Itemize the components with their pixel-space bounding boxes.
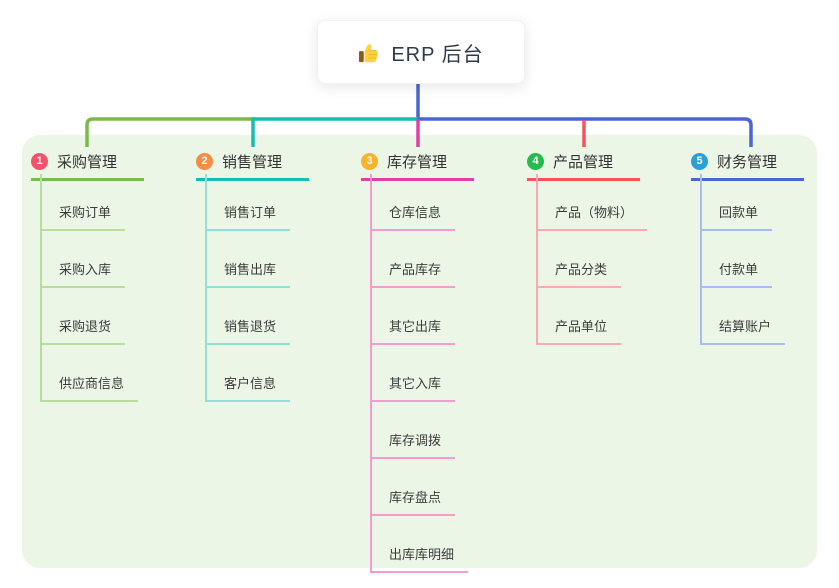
- branch2-number-badge: 2: [196, 153, 213, 170]
- child-label: 销售退货: [224, 319, 277, 334]
- branch-node-purchase[interactable]: 1 采购管理: [31, 151, 144, 181]
- child-label: 产品分类: [555, 262, 608, 277]
- branch2-title: 销售管理: [222, 154, 283, 171]
- child-label: 库存调拨: [389, 433, 442, 448]
- child-node[interactable]: 结算账户: [702, 288, 786, 345]
- child-node[interactable]: 库存调拨: [372, 402, 456, 459]
- branch4-title: 产品管理: [553, 154, 614, 171]
- branch3-number-badge: 3: [361, 153, 378, 170]
- thumbs-up-icon: [359, 43, 379, 62]
- child-node[interactable]: 产品单位: [538, 288, 622, 345]
- branch-node-sales[interactable]: 2 销售管理: [196, 151, 309, 181]
- child-node[interactable]: 产品库存: [372, 231, 456, 288]
- child-label: 结算账户: [719, 319, 772, 334]
- child-label: 产品（物料）: [555, 205, 634, 220]
- child-node[interactable]: 回款单: [702, 174, 773, 231]
- branches-background-panel: [22, 135, 817, 568]
- child-node[interactable]: 产品（物料）: [538, 174, 648, 231]
- branch4-children: 产品（物料） 产品分类 产品单位: [536, 174, 648, 345]
- branch-node-finance[interactable]: 5 财务管理: [691, 151, 804, 181]
- branch5-children: 回款单 付款单 结算账户: [700, 174, 786, 345]
- child-label: 客户信息: [224, 376, 277, 391]
- root-node-title: ERP 后台: [391, 43, 484, 66]
- child-node[interactable]: 其它入库: [372, 345, 456, 402]
- child-node[interactable]: 产品分类: [538, 231, 622, 288]
- child-node[interactable]: 出库库明细: [372, 516, 469, 573]
- child-node[interactable]: 销售出库: [207, 231, 291, 288]
- child-node[interactable]: 供应商信息: [42, 345, 139, 402]
- branch1-number-badge: 1: [31, 153, 48, 170]
- child-node[interactable]: 库存盘点: [372, 459, 456, 516]
- child-label: 销售订单: [224, 205, 277, 220]
- root-node-erp[interactable]: ERP 后台: [317, 20, 525, 84]
- child-label: 采购退货: [59, 319, 112, 334]
- child-node[interactable]: 销售退货: [207, 288, 291, 345]
- branch1-title: 采购管理: [57, 154, 118, 171]
- branch5-title: 财务管理: [717, 154, 778, 171]
- child-label: 付款单: [719, 262, 759, 277]
- branch3-children: 仓库信息 产品库存 其它出库 其它入库 库存调拨 库存盘点 出库库明细: [370, 174, 469, 573]
- child-node[interactable]: 其它出库: [372, 288, 456, 345]
- branch-node-product[interactable]: 4 产品管理: [527, 151, 640, 181]
- child-label: 其它出库: [389, 319, 442, 334]
- child-node[interactable]: 采购订单: [42, 174, 126, 231]
- child-label: 销售出库: [224, 262, 277, 277]
- branch4-number-badge: 4: [527, 153, 544, 170]
- child-node[interactable]: 付款单: [702, 231, 773, 288]
- branch-node-inventory[interactable]: 3 库存管理: [361, 151, 474, 181]
- branch2-children: 销售订单 销售出库 销售退货 客户信息: [205, 174, 291, 402]
- child-label: 产品单位: [555, 319, 608, 334]
- child-label: 仓库信息: [389, 205, 442, 220]
- child-label: 回款单: [719, 205, 759, 220]
- child-label: 采购入库: [59, 262, 112, 277]
- child-node[interactable]: 销售订单: [207, 174, 291, 231]
- child-node[interactable]: 仓库信息: [372, 174, 456, 231]
- child-label: 其它入库: [389, 376, 442, 391]
- child-node[interactable]: 采购入库: [42, 231, 126, 288]
- branch3-title: 库存管理: [387, 154, 448, 171]
- branch5-number-badge: 5: [691, 153, 708, 170]
- child-label: 采购订单: [59, 205, 112, 220]
- child-label: 供应商信息: [59, 376, 125, 391]
- child-node[interactable]: 采购退货: [42, 288, 126, 345]
- child-label: 产品库存: [389, 262, 442, 277]
- child-label: 库存盘点: [389, 490, 442, 505]
- branch1-children: 采购订单 采购入库 采购退货 供应商信息: [40, 174, 139, 402]
- child-node[interactable]: 客户信息: [207, 345, 291, 402]
- child-label: 出库库明细: [389, 547, 455, 562]
